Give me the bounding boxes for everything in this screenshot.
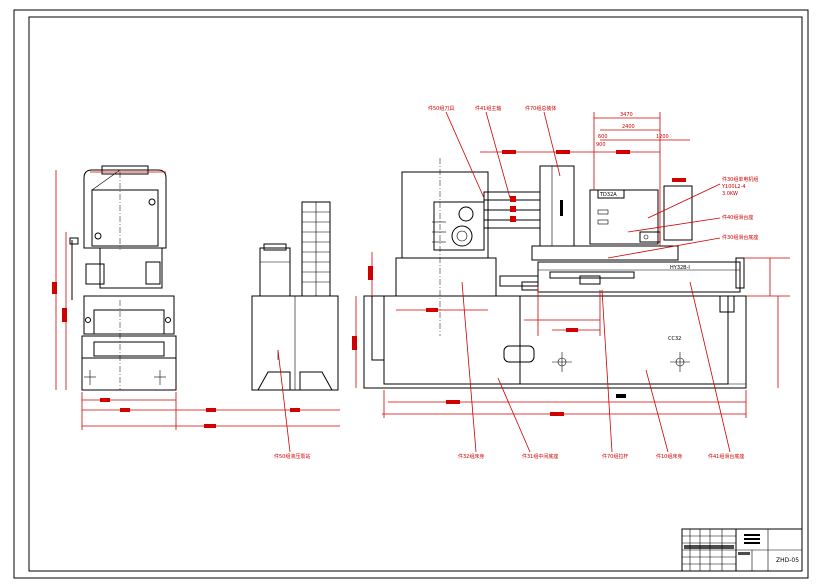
dim-b: 2400 <box>622 124 635 130</box>
label-slide-code: HY32B-I <box>670 265 690 271</box>
label-motor-model: Y100L2-4 <box>721 184 746 190</box>
label-bed-10: 件10组床身 <box>656 453 682 460</box>
label-slide-bottom: 件30组滑台底座 <box>722 234 758 241</box>
label-rod: 件70组拉杆 <box>602 453 628 460</box>
title-block: ZHD-05 <box>681 528 803 572</box>
label-slide-seat: 件40组滑台座 <box>722 214 753 221</box>
side-view <box>52 165 340 430</box>
top-dimensions: 3470 2400 600 900 1200 <box>596 112 669 148</box>
dim-e: 1200 <box>656 134 669 140</box>
label-hydraulic: 件50组液压泵站 <box>274 453 310 460</box>
hydraulic-station <box>251 201 339 391</box>
label-motor-power: 3.0KW <box>722 191 738 197</box>
outer-frame <box>13 9 809 579</box>
dim-a: 3470 <box>620 112 633 118</box>
drawing-code: ZHD-05 <box>776 557 799 564</box>
label-spindle: 件41组主轴 <box>475 105 501 112</box>
label-slide-base: 件41组滑台底座 <box>708 453 744 460</box>
inner-frame <box>28 16 803 572</box>
label-bed-32: 件32组床身 <box>458 453 484 460</box>
label-mid-base: 件31组中间底座 <box>522 453 558 460</box>
label-assembly: 件70组总装体 <box>525 105 556 112</box>
leader-lines <box>277 111 731 453</box>
label-cutter: 件50组刀具 <box>428 105 454 112</box>
label-motor: 件30组单电机组 <box>722 176 758 183</box>
label-head-code: TD32A <box>599 192 617 198</box>
front-view <box>352 112 790 418</box>
dim-d: 900 <box>596 142 606 148</box>
dim-c: 600 <box>598 134 608 140</box>
label-bed-code: CC32 <box>668 336 681 342</box>
part-labels: 件50组刀具 件41组主轴 件70组总装体 件50组液压泵站 件32组床身 件3… <box>274 105 758 460</box>
